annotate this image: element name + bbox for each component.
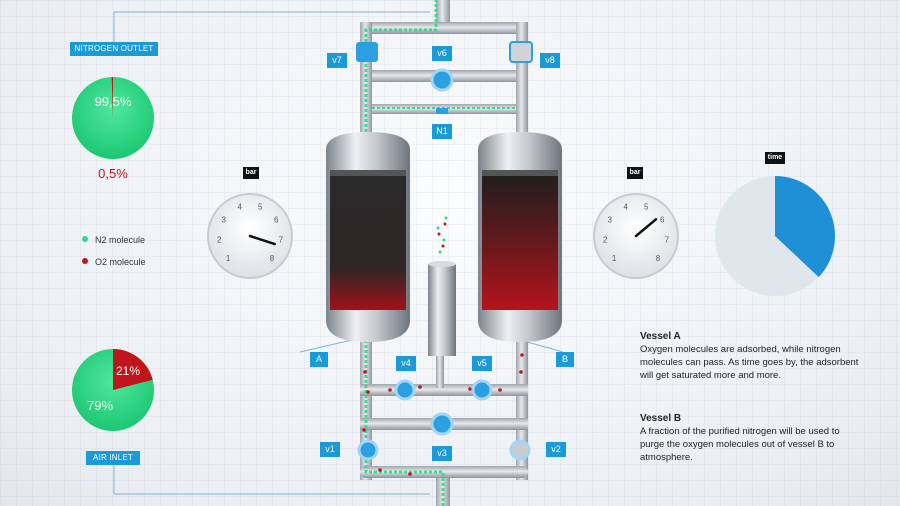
gauge-tick-label: 6 xyxy=(274,216,279,225)
o2-dot xyxy=(82,258,88,264)
gauge-right: 1 2 3 4 5 6 7 8 xyxy=(593,193,679,279)
gauge-tick-label: 2 xyxy=(217,235,222,244)
legend-n2: N2 molecule xyxy=(82,235,145,245)
vessel-a-title: Vessel A xyxy=(640,331,681,342)
n1-tag: N1 xyxy=(432,124,452,139)
legend-o2: O2 molecule xyxy=(82,257,146,267)
gauge-tick-label: 1 xyxy=(612,254,617,263)
outlet-purity-pie xyxy=(72,77,154,159)
gauge-tick-label: 3 xyxy=(222,216,227,225)
inlet-composition-pie xyxy=(72,349,154,431)
vessel-b xyxy=(478,132,562,342)
inlet-n2-percent: 79% xyxy=(86,398,114,413)
time-label: time xyxy=(765,152,785,164)
n2-dot xyxy=(82,236,88,242)
nitrogen-outlet-tag: NITROGEN OUTLET xyxy=(70,42,158,56)
gauge-tick-label: 7 xyxy=(665,235,670,244)
legend-n2-label: N2 molecule xyxy=(95,235,146,245)
gauge-tick-label: 6 xyxy=(660,216,665,225)
valve-v7[interactable]: v7 xyxy=(327,53,347,68)
gauge-tick-label: 7 xyxy=(279,235,284,244)
vessel-a xyxy=(326,132,410,342)
vessel-a-description: Vessel A Oxygen molecules are adsorbed, … xyxy=(640,330,860,382)
gauge-tick-label: 5 xyxy=(644,203,649,212)
gauge-tick-label: 2 xyxy=(603,235,608,244)
gauge-tick-label: 3 xyxy=(608,216,613,225)
valve-v8[interactable]: v8 xyxy=(540,53,560,68)
cycle-time-clock xyxy=(715,176,835,296)
vessel-b-text: A fraction of the purified nitrogen will… xyxy=(640,426,840,463)
gauge-left: 1 2 3 4 5 6 7 8 xyxy=(207,193,293,279)
exhaust-silencer xyxy=(428,216,456,356)
air-inlet-tag: AIR INLET xyxy=(86,451,140,465)
gauge-tick-label: 8 xyxy=(270,254,275,263)
gauge-tick-label: 4 xyxy=(624,203,629,212)
bar-label-right: bar xyxy=(627,167,643,179)
valve-markers xyxy=(356,41,533,461)
bar-label-left: bar xyxy=(243,167,259,179)
o2-flow xyxy=(362,353,524,476)
vessel-a-text: Oxygen molecules are adsorbed, while nit… xyxy=(640,344,859,381)
valve-v1[interactable]: v1 xyxy=(320,442,340,457)
valve-v3[interactable]: v3 xyxy=(432,446,452,461)
valve-v5[interactable]: v5 xyxy=(472,356,492,371)
gauge-tick-label: 4 xyxy=(238,203,243,212)
inlet-o2-percent: 21% xyxy=(115,364,141,378)
valve-v6[interactable]: v6 xyxy=(432,46,452,61)
valve-v4[interactable]: v4 xyxy=(396,356,416,371)
legend-o2-label: O2 molecule xyxy=(95,257,146,267)
gauge-tick-label: 8 xyxy=(656,254,661,263)
vessel-b-tag: B xyxy=(556,352,574,367)
vessel-a-tag: A xyxy=(310,352,328,367)
vessel-b-title: Vessel B xyxy=(640,413,682,424)
outlet-n2-percent: 99,5% xyxy=(94,94,132,109)
valve-v2[interactable]: v2 xyxy=(546,442,566,457)
vessel-b-description: Vessel B A fraction of the purified nitr… xyxy=(640,412,860,464)
gauge-tick-label: 1 xyxy=(226,254,231,263)
outlet-o2-percent: 0,5% xyxy=(98,166,128,181)
gauge-tick-label: 5 xyxy=(258,203,263,212)
